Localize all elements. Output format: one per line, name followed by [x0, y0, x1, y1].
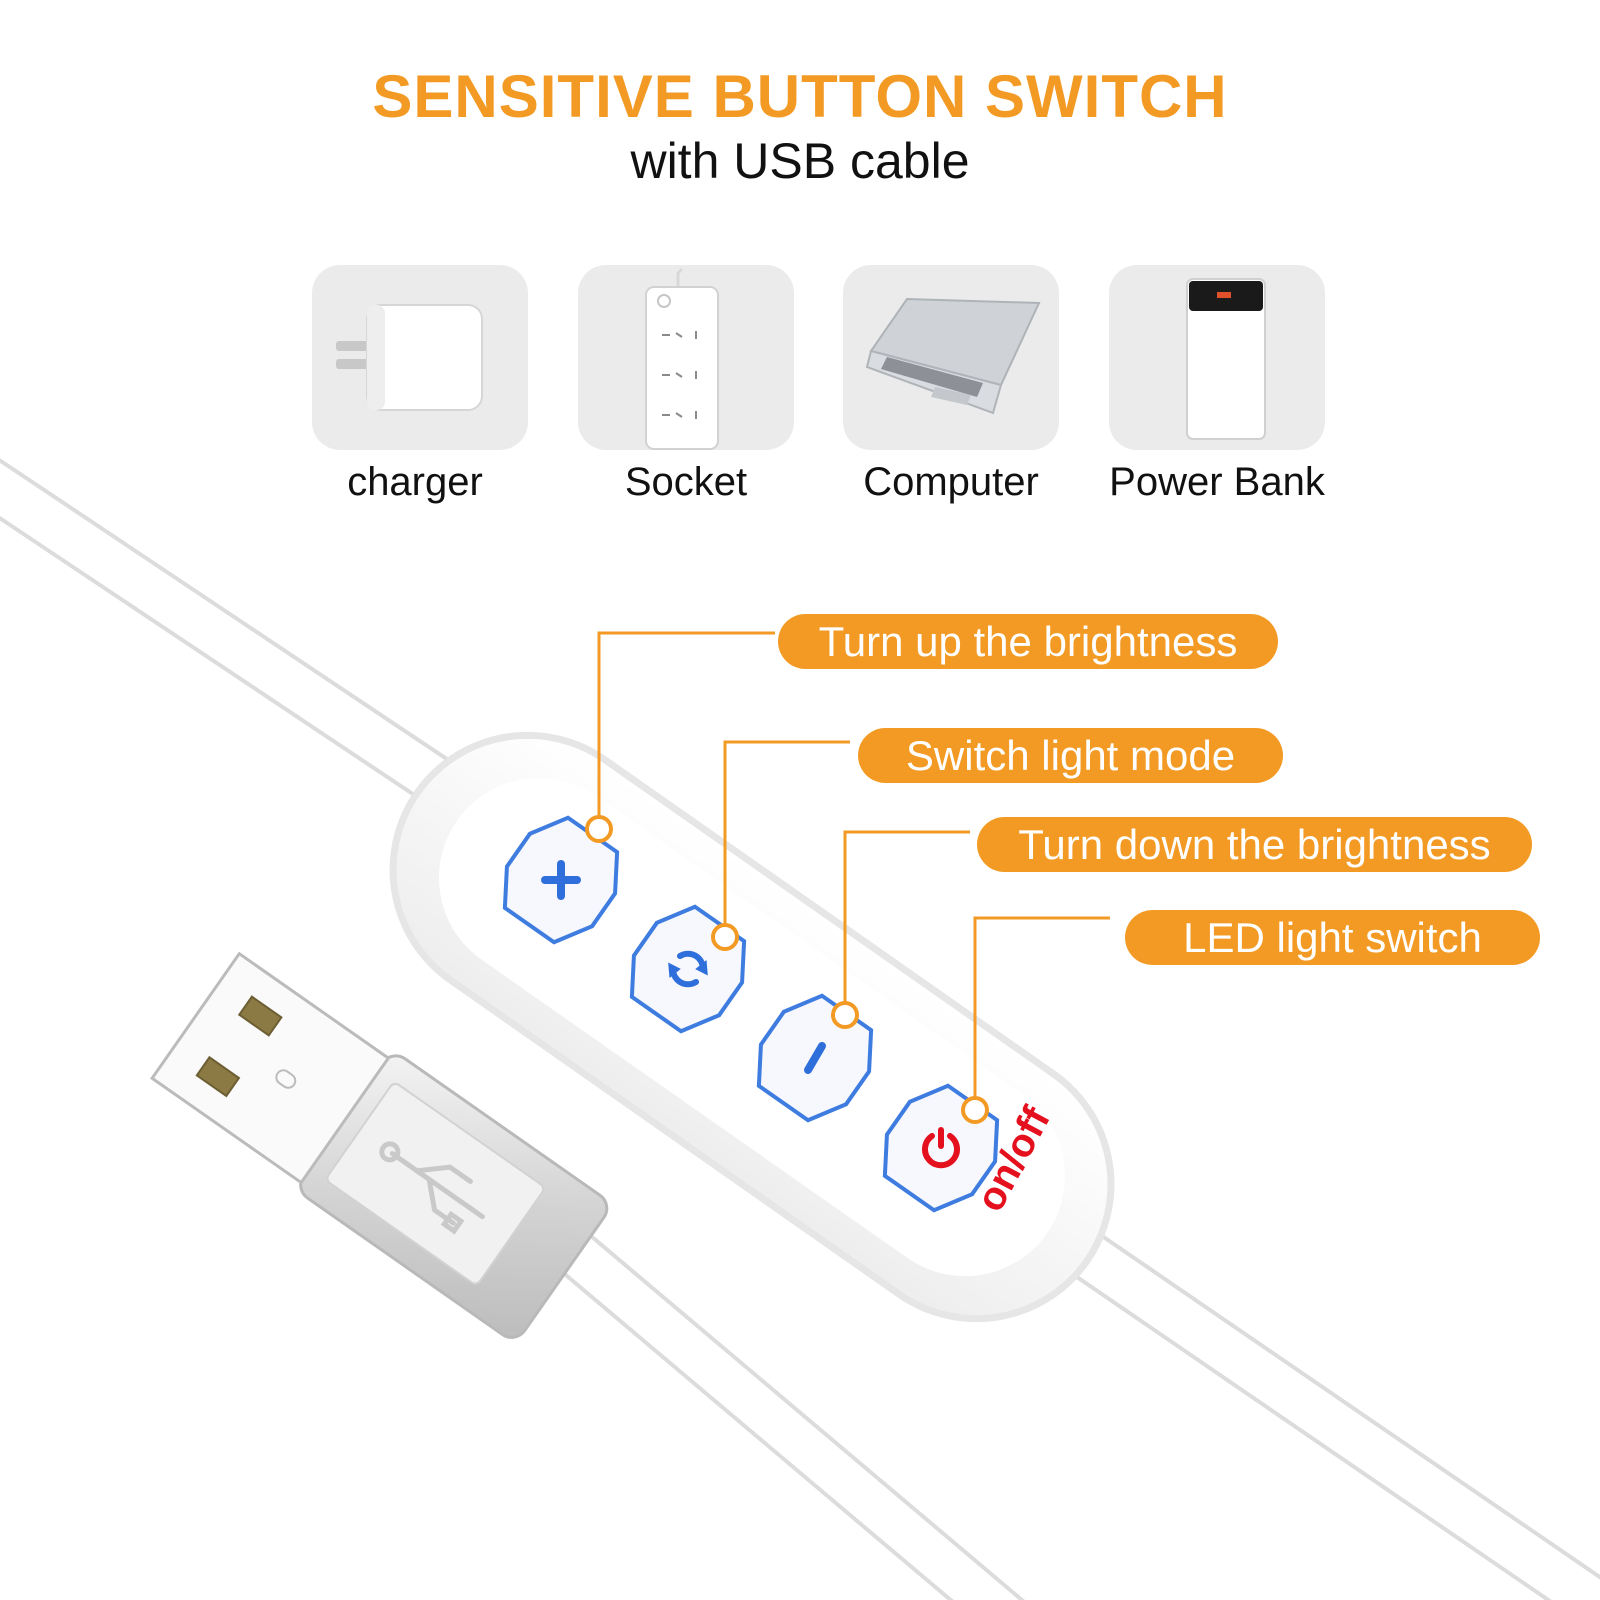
wall-charger-icon	[336, 304, 483, 411]
page-title: SENSITIVE BUTTON SWITCH	[372, 63, 1228, 130]
callout-leader-lines	[597, 631, 1110, 1110]
callout-led-switch: LED light switch	[1125, 910, 1540, 965]
source-label-charger: charger	[347, 460, 483, 504]
callout-brightness-up: Turn up the brightness	[778, 614, 1278, 669]
source-tile-power-bank	[1109, 265, 1325, 450]
usb-cable-upper	[0, 458, 476, 816]
minus-icon	[804, 1042, 826, 1074]
power-strip-icon	[645, 267, 719, 450]
source-label-power-bank: Power Bank	[1109, 460, 1325, 504]
usb-plug-cable	[535, 1215, 1026, 1600]
callout-brightness-down: Turn down the brightness	[977, 817, 1532, 872]
power-icon	[922, 1127, 960, 1169]
source-tile-computer	[843, 265, 1059, 450]
refresh-icon	[668, 950, 708, 988]
page-subtitle: with USB cable	[630, 133, 970, 189]
callout-anchor-dots	[585, 815, 989, 1124]
source-label-computer: Computer	[863, 460, 1039, 504]
usb-plug	[150, 951, 609, 1339]
usb-cable-lower	[1054, 1224, 1600, 1600]
callout-light-mode: Switch light mode	[858, 728, 1283, 783]
laptop-icon	[865, 297, 1041, 415]
source-label-socket: Socket	[624, 460, 748, 504]
power-bank-icon	[1186, 278, 1266, 440]
plus-icon	[541, 860, 581, 900]
usb-symbol-icon	[379, 1141, 485, 1235]
plus-button[interactable]	[487, 805, 635, 955]
source-tile-charger	[312, 265, 528, 450]
source-tile-socket	[578, 265, 794, 450]
